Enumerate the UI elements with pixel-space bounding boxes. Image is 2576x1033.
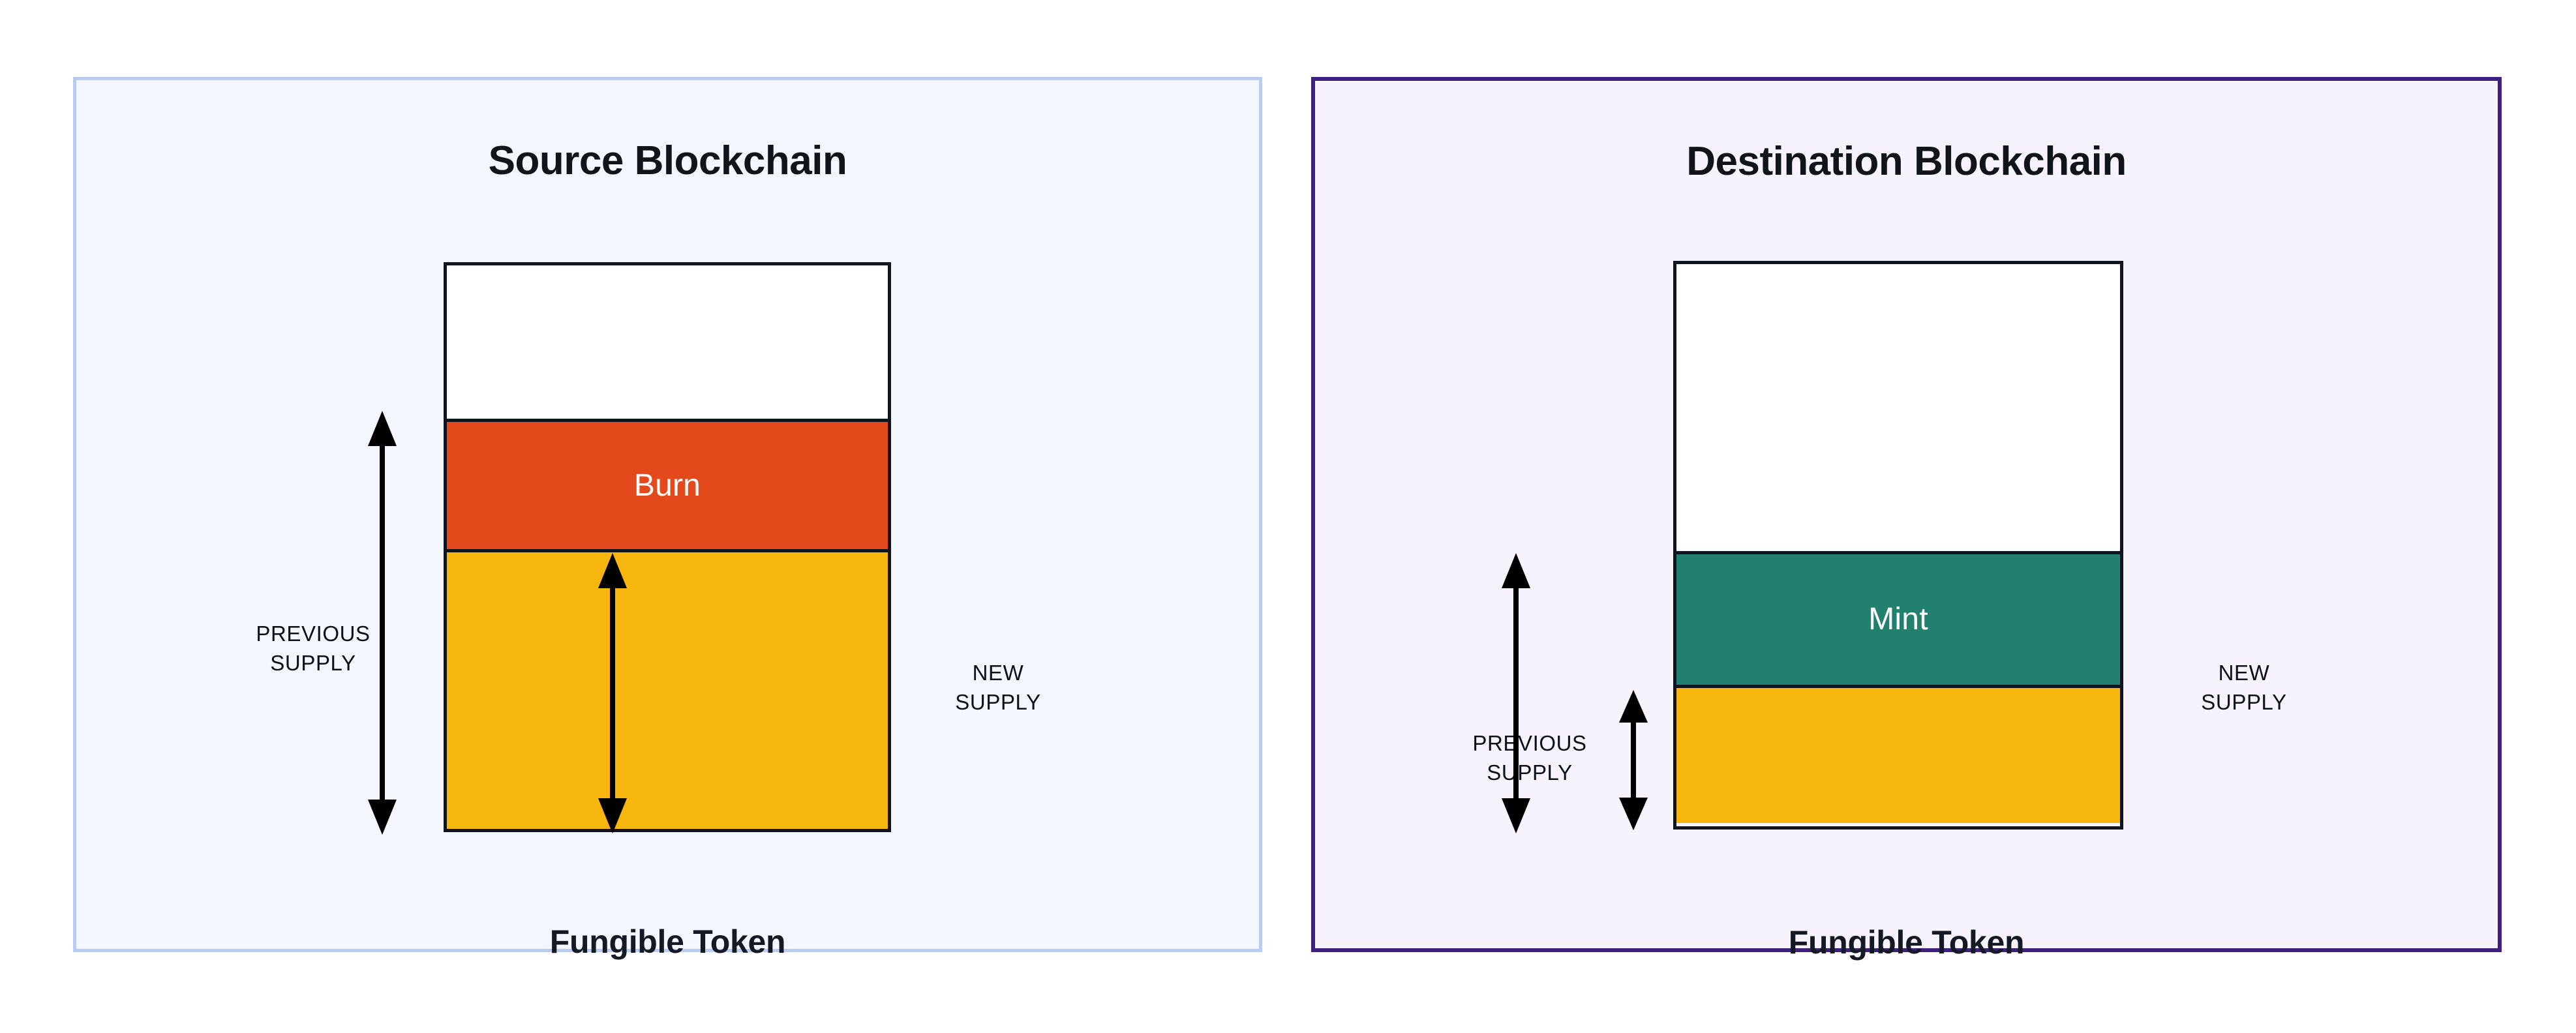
source-new-supply-label: NEW SUPPLY (955, 661, 1041, 714)
mint-segment-label: Mint (1868, 602, 1928, 636)
burn-segment-label: Burn (633, 468, 701, 503)
source-segment-remaining-supply (447, 549, 888, 829)
source-panel-title: Source Blockchain (488, 138, 847, 183)
source-new-supply-arrow (597, 553, 628, 833)
destination-segment-headroom (1676, 264, 2120, 551)
destination-previous-supply-arrow (1618, 690, 1649, 830)
source-segment-headroom (447, 265, 888, 419)
source-previous-supply-label: PREVIOUS SUPPLY (256, 621, 371, 675)
source-token-supply-bar: Burn (444, 262, 891, 832)
source-previous-supply-arrow (367, 411, 398, 835)
destination-panel-footer-label: Fungible Token (1788, 924, 2025, 961)
source-panel-footer-label: Fungible Token (549, 923, 786, 960)
destination-token-supply-bar: Mint (1673, 261, 2123, 830)
source-segment-burn: Burn (447, 418, 888, 550)
destination-segment-mint: Mint (1676, 551, 2120, 685)
destination-panel-title: Destination Blockchain (1686, 139, 2127, 184)
destination-previous-supply-label: PREVIOUS SUPPLY (1472, 731, 1587, 785)
destination-new-supply-arrow (1500, 553, 1532, 833)
destination-new-supply-label: NEW SUPPLY (2201, 661, 2287, 714)
destination-segment-existing-supply (1676, 685, 2120, 823)
